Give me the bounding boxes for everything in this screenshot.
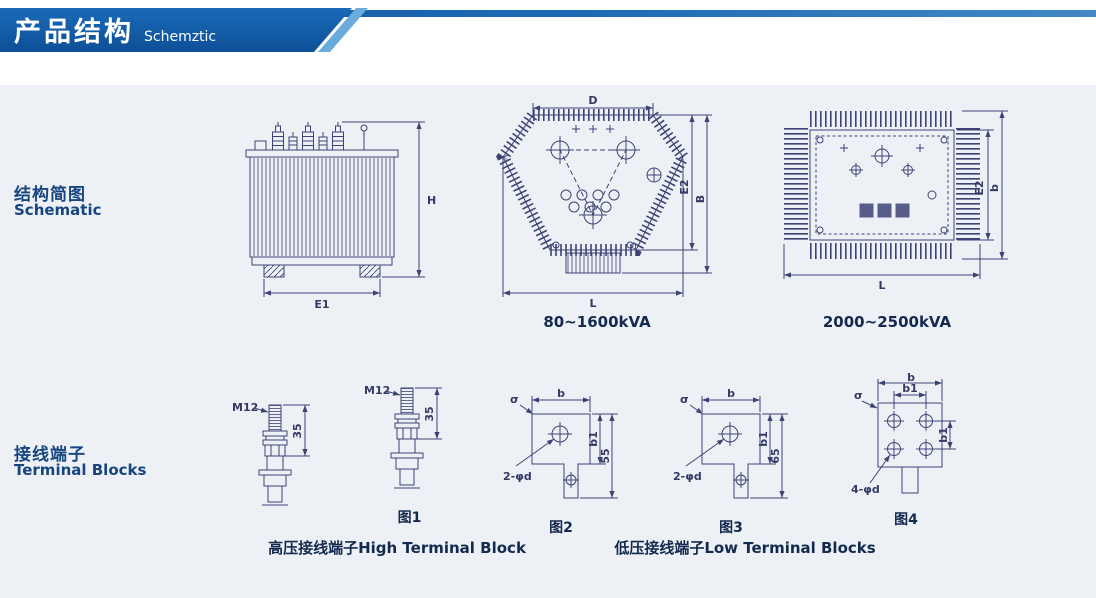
dim-label-e2: E2: [678, 179, 691, 194]
plate-body: [861, 379, 956, 494]
header-strip: [0, 10, 1096, 17]
tank-fins: [251, 158, 393, 256]
dim-label-b1: b1: [587, 431, 600, 447]
oil-gauge: [254, 140, 267, 151]
top-view-large-drawing: E2 b L: [783, 110, 1008, 292]
section-label-terminal-en: Terminal Blocks: [14, 461, 147, 479]
bolt-body: [385, 387, 442, 489]
content-area: 结构简图 Schematic 接线端子 Terminal Blocks: [0, 85, 1096, 598]
page-title: 产品结构: [14, 17, 134, 48]
dim-label-e2: E2: [973, 180, 986, 195]
caption-kva-small: 80~1600kVA: [543, 313, 651, 331]
section-label-terminal-cn: 接线端子: [14, 445, 86, 465]
thermometer-head: [360, 124, 368, 132]
header-title-block: 产品结构 Schemztic: [0, 8, 352, 52]
tank-side-view: [245, 121, 425, 297]
holes-label: 2-φd: [673, 470, 702, 483]
dim-label-b: b: [988, 184, 1001, 192]
caption-low-terminal: 低压接线端子Low Terminal Blocks: [614, 539, 876, 557]
dim-label-35: 35: [291, 423, 304, 438]
bolt-terminal-1-drawing: M12 35: [232, 401, 310, 506]
dim-label-35: 35: [423, 406, 436, 421]
plate-body: [515, 396, 618, 499]
dim-label-65: 65: [769, 448, 782, 463]
top-view-small-drawing: D E2 B L: [496, 94, 712, 310]
holes-label: 4-φd: [851, 483, 880, 496]
dim-label-h: H: [427, 194, 436, 207]
dim-label-b1-top: b1: [902, 382, 918, 395]
tank-top-view-small: [502, 103, 712, 297]
tank-top-view-large: [783, 110, 1008, 279]
thickness-label: σ: [854, 389, 863, 402]
tank-fin-band: [496, 109, 690, 256]
thickness-label: σ: [680, 393, 689, 406]
dim-label-55: 55: [599, 448, 612, 463]
caption-high-terminal: 高压接线端子High Terminal Block: [268, 539, 526, 557]
tank-cover: [245, 149, 399, 158]
plate-terminal-3-drawing: σ b b1 65 2-φd: [673, 387, 788, 499]
dim-label-e1: E1: [314, 298, 329, 311]
plate-terminal-4-drawing: σ b b1 b1 4-φd: [851, 371, 956, 496]
radiator-block: [565, 252, 621, 274]
dim-label-b1-right: b1: [937, 427, 950, 443]
thickness-label: σ: [510, 393, 519, 406]
holes-label: 2-φd: [503, 470, 532, 483]
figure-label-4: 图4: [894, 512, 918, 528]
thread-label: M12: [364, 384, 390, 397]
dim-label-b: b: [727, 387, 735, 400]
bolt-terminal-2-drawing: M12 35: [364, 384, 442, 489]
dim-label-b: b: [557, 387, 565, 400]
dim-label-l: L: [878, 279, 885, 292]
caption-kva-large: 2000~2500kVA: [822, 313, 952, 331]
page-subtitle: Schemztic: [144, 29, 217, 45]
dim-label-l: L: [589, 297, 596, 310]
thread-label: M12: [232, 401, 258, 414]
dim-label-b1: b1: [757, 431, 770, 447]
dim-label-b: B: [694, 195, 707, 203]
plate-body: [685, 396, 788, 499]
tank-base: [251, 256, 393, 266]
section-label-schematic-en: Schematic: [14, 201, 102, 219]
figure-label-2: 图2: [549, 520, 573, 536]
page-header: 产品结构 Schemztic: [0, 0, 1096, 85]
section-label-schematic-cn: 结构简图: [14, 185, 86, 205]
skid-left: [263, 264, 285, 278]
plate-terminal-2-drawing: σ b b1 55 2-φd: [503, 387, 618, 499]
transformer-side-view-drawing: H E1: [245, 121, 436, 311]
skid-right: [359, 264, 381, 278]
figure-label-1: 图1: [397, 510, 422, 526]
dim-label-b: b: [907, 371, 915, 384]
bolt-body: [253, 404, 310, 506]
dim-label-d: D: [588, 94, 597, 107]
figure-label-3: 图3: [719, 520, 743, 536]
